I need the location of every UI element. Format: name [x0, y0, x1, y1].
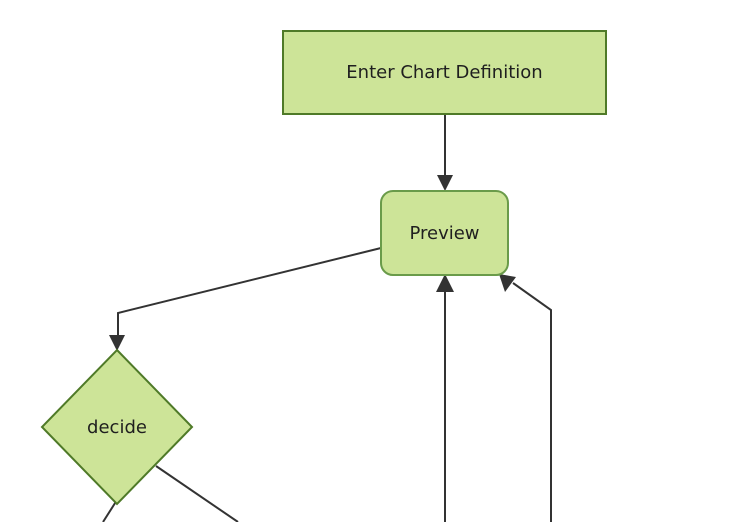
- edge-layer: [102, 114, 552, 522]
- edge-preview-to-decide-line: [117, 247, 382, 342]
- node-enter-chart-definition[interactable]: Enter Chart Definition: [282, 30, 607, 115]
- edge-enter-to-preview: [437, 114, 453, 191]
- edge-offscreen-to-preview-right-line: [512, 282, 552, 522]
- edge-preview-to-decide: [109, 247, 382, 351]
- edge-decide-out-right: [155, 465, 239, 522]
- arrowhead-enter-to-preview: [437, 175, 453, 191]
- edge-decide-out-right-line: [155, 465, 239, 522]
- node-decide[interactable]: decide: [40, 348, 194, 506]
- arrowhead-preview-to-decide: [109, 335, 125, 351]
- node-preview[interactable]: Preview: [380, 190, 509, 276]
- edge-decide-out-left: [102, 499, 118, 522]
- arrowhead-offscreen-to-preview-right: [499, 274, 516, 292]
- edge-offscreen-to-preview-center: [436, 274, 454, 522]
- node-layer: Enter Chart Definition Preview decide: [40, 30, 607, 506]
- node-enter-chart-definition-shape[interactable]: [282, 30, 607, 115]
- edge-decide-out-left-line: [102, 499, 118, 522]
- arrowhead-offscreen-to-preview-center: [436, 274, 454, 292]
- node-decide-shape[interactable]: [40, 348, 194, 506]
- edge-offscreen-to-preview-right: [499, 274, 552, 522]
- node-preview-shape[interactable]: [380, 190, 509, 276]
